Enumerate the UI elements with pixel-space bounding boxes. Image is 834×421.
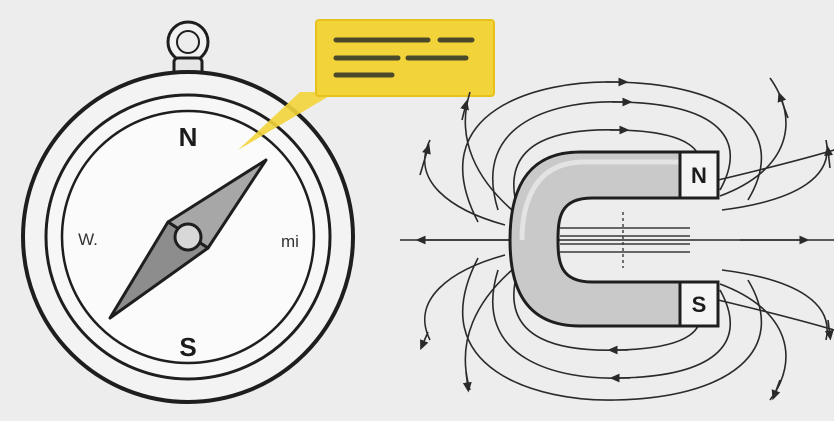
magnet-south-label: S (692, 292, 707, 317)
compass-south-label: S (179, 332, 196, 362)
compass-east-label: mi (281, 232, 299, 251)
compass-north-label: N (179, 122, 198, 152)
compass-west-label: W. (78, 230, 98, 249)
needle-pivot (175, 224, 201, 250)
magnet-body (510, 152, 680, 326)
horseshoe-magnet: N S (510, 152, 718, 326)
magnet-north-label: N (691, 163, 707, 188)
compass: N S W. mi (23, 22, 353, 402)
magnetic-field-lines (400, 78, 834, 400)
